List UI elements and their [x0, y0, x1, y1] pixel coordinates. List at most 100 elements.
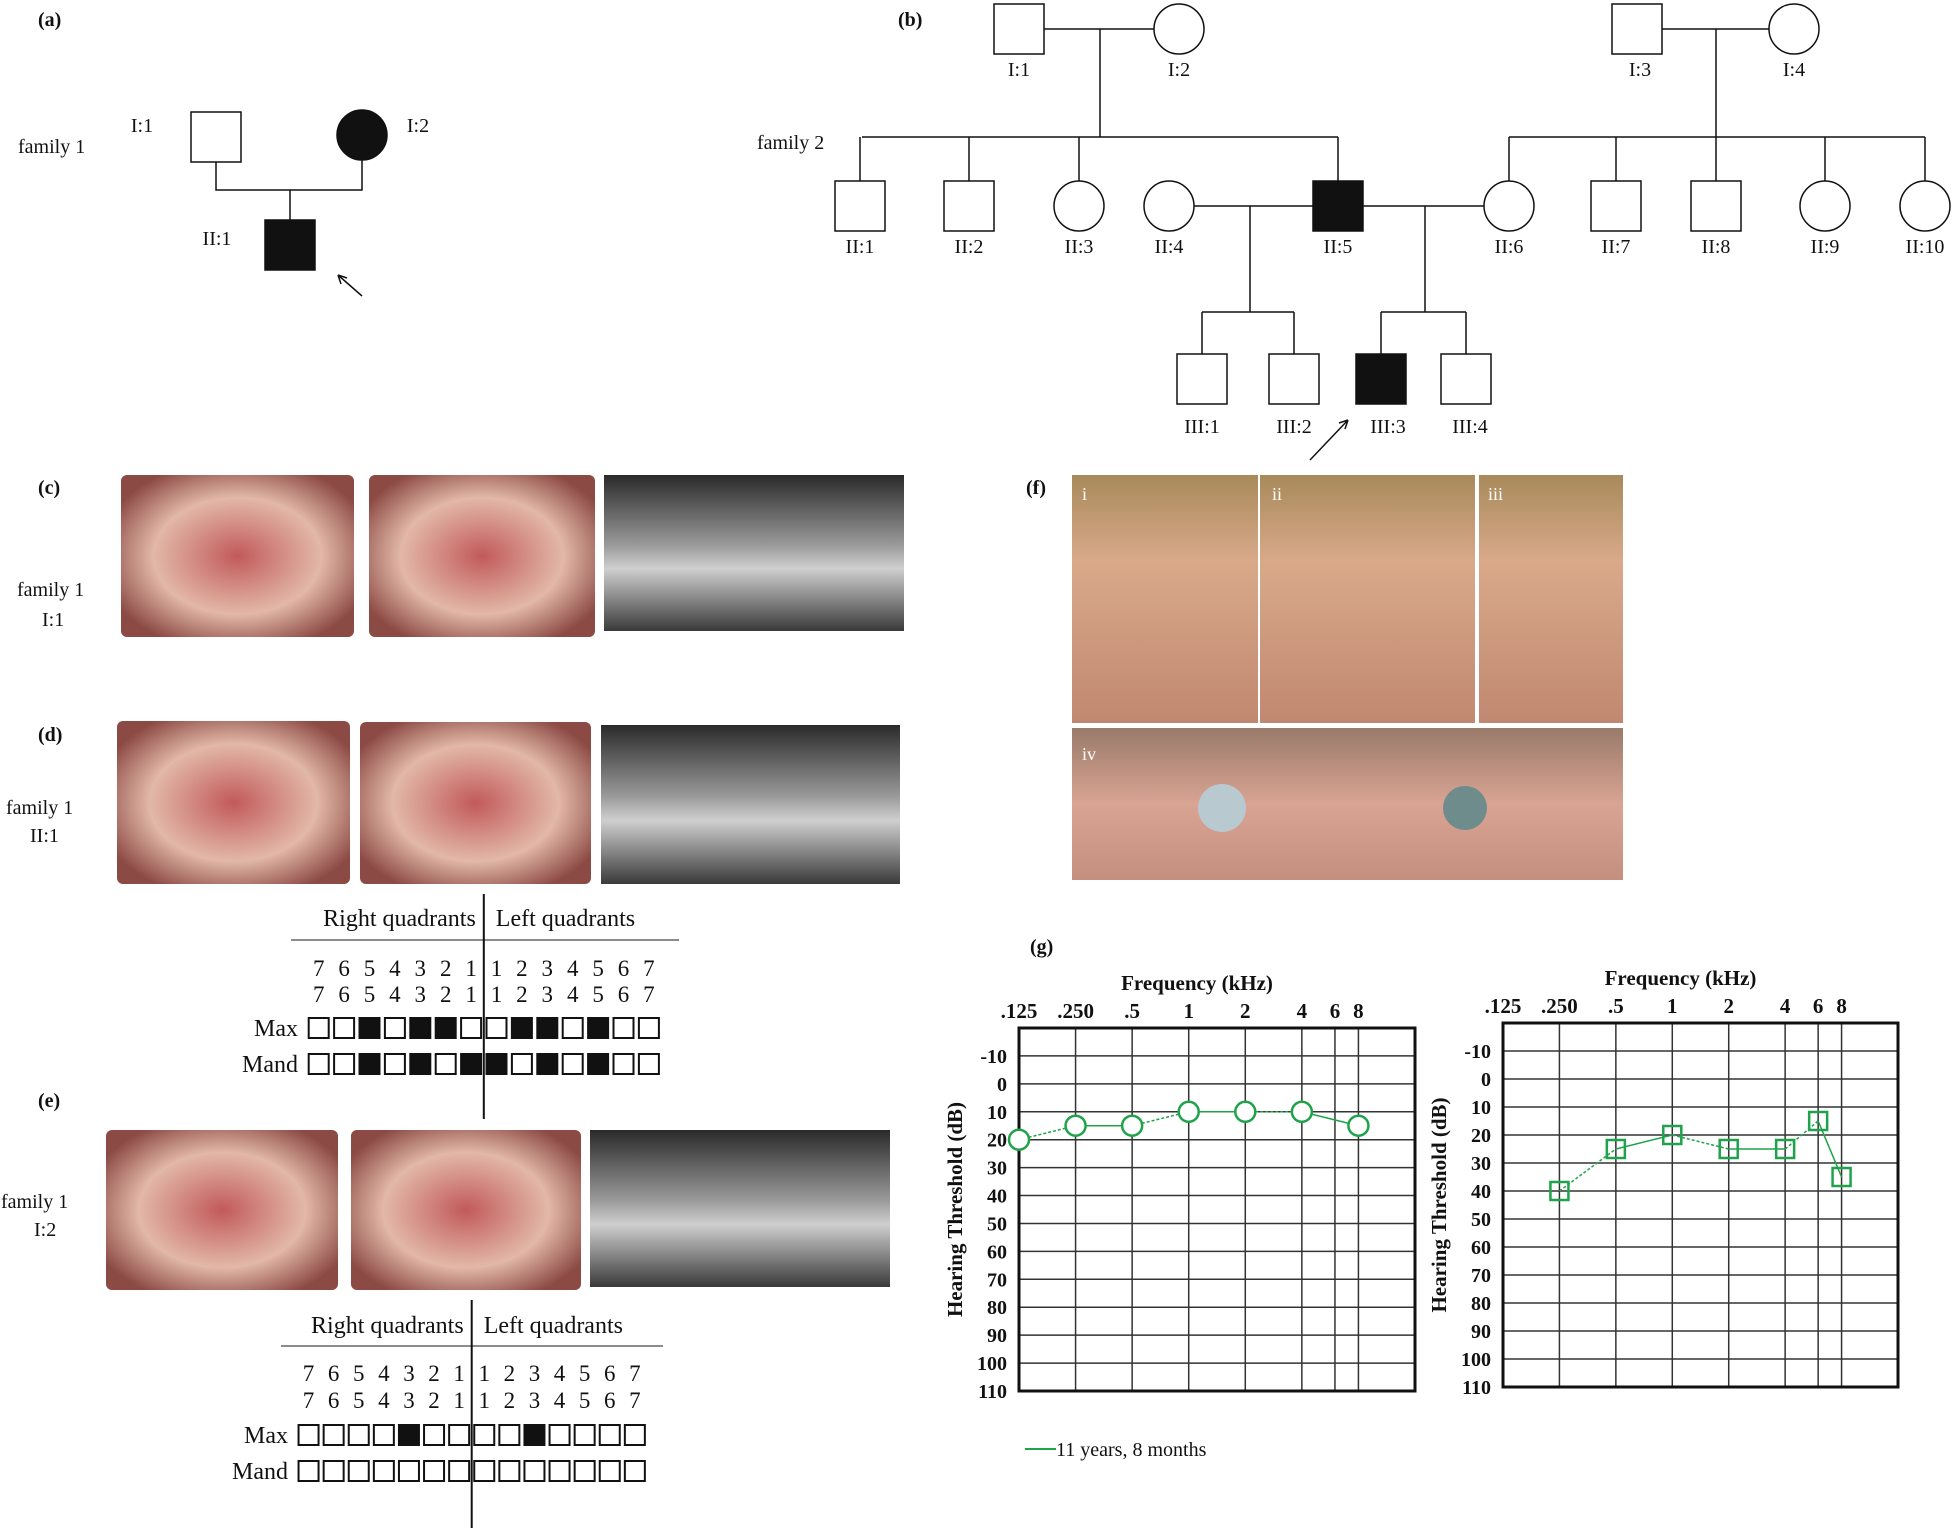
max-tooth-box-normal: [372, 1424, 395, 1446]
max-tooth-box-normal: [548, 1424, 571, 1446]
female-symbol: [1768, 3, 1820, 55]
max-tooth-box-affected: [409, 1017, 432, 1039]
row-family-d: family 1: [6, 797, 73, 819]
tooth-number: 2: [504, 1388, 516, 1413]
panel-label-c: (c): [38, 477, 60, 499]
male-symbol: [1690, 180, 1742, 232]
mand-tooth-box-normal: [397, 1460, 420, 1482]
tooth-number: 1: [491, 956, 503, 981]
max-tooth-box-affected: [536, 1017, 559, 1039]
proband-arrow: [337, 274, 363, 297]
y-tick-label: 50: [1471, 1209, 1491, 1231]
y-axis-title: Hearing Threshold (dB): [1427, 1097, 1451, 1312]
mand-tooth-box-normal: [510, 1053, 533, 1075]
male-symbol: [190, 111, 242, 163]
y-tick-label: 80: [1471, 1293, 1491, 1315]
tooth-number: 3: [403, 1388, 415, 1413]
y-tick-label: 100: [977, 1353, 1007, 1375]
mand-tooth-box-normal: [612, 1053, 635, 1075]
individual-label: II:6: [1495, 236, 1524, 258]
mand-tooth-box-affected: [409, 1053, 432, 1075]
male-symbol: [1590, 180, 1642, 232]
legend: 11 years, 8 months: [1025, 1439, 1207, 1461]
y-tick-label: 10: [987, 1102, 1007, 1124]
data-point-square: [1605, 1138, 1627, 1160]
max-tooth-box-affected: [397, 1424, 420, 1446]
max-tooth-box-normal: [637, 1017, 660, 1039]
mand-tooth-box-normal: [297, 1460, 320, 1482]
eye-normal: [1443, 786, 1487, 830]
tooth-number: 7: [629, 1388, 641, 1413]
individual-label: II:1: [846, 236, 875, 258]
proband-arrow: [1309, 419, 1349, 461]
max-tooth-box-normal: [573, 1424, 596, 1446]
max-tooth-box-normal: [460, 1017, 483, 1039]
x-tick-label: .125: [1001, 999, 1038, 1023]
data-point-square: [1718, 1138, 1739, 1160]
y-tick-label: 30: [1471, 1153, 1491, 1175]
tooth-number: 1: [453, 1361, 465, 1386]
female-symbol: [336, 109, 388, 161]
panel-label-d: (d): [38, 724, 62, 746]
panel-label-e: (e): [38, 1090, 60, 1112]
male-symbol: [1355, 353, 1407, 405]
tooth-number: 1: [453, 1388, 465, 1413]
row-id-d: II:1: [30, 825, 59, 847]
y-tick-label: -10: [1464, 1041, 1491, 1063]
mand-tooth-box-normal: [598, 1460, 621, 1482]
x-tick-label: 4: [1297, 999, 1308, 1023]
x-tick-label: .250: [1057, 999, 1094, 1023]
x-tick-label: 1: [1183, 999, 1194, 1023]
photo-face-profile: [1260, 475, 1475, 723]
male-symbol: [993, 3, 1045, 55]
max-tooth-box-normal: [623, 1424, 646, 1446]
legend-label: 11 years, 8 months: [1056, 1439, 1207, 1461]
max-row-label: Max: [244, 1423, 288, 1449]
left-quadrants-header: Left quadrants: [484, 1313, 623, 1339]
mand-row-label: Mand: [242, 1052, 298, 1078]
male-symbol: [1176, 353, 1228, 405]
max-tooth-box-normal: [473, 1424, 496, 1446]
max-tooth-box-affected: [510, 1017, 533, 1039]
female-symbol: [1799, 180, 1851, 232]
tooth-number: 2: [516, 982, 528, 1007]
photo-label-ii: ii: [1272, 484, 1282, 504]
individual-label: I:2: [1168, 59, 1190, 81]
row-family-e: family 1: [1, 1191, 68, 1213]
x-tick-label: 6: [1813, 994, 1824, 1018]
x-tick-label: .250: [1541, 994, 1578, 1018]
mand-tooth-box-affected: [587, 1053, 610, 1075]
y-tick-label: 110: [1462, 1377, 1491, 1399]
data-point-circle: [1347, 1114, 1370, 1137]
mand-tooth-box-normal: [322, 1460, 345, 1482]
mand-tooth-box-affected: [358, 1053, 381, 1075]
max-tooth-box-normal: [485, 1017, 508, 1039]
mand-tooth-box-affected: [485, 1053, 508, 1075]
male-symbol: [1611, 3, 1663, 55]
tooth-number: 2: [440, 982, 452, 1007]
row-id-e: I:2: [34, 1219, 56, 1241]
max-tooth-box-normal: [598, 1424, 621, 1446]
right-quadrants-header: Right quadrants: [311, 1313, 464, 1339]
x-tick-label: 2: [1723, 994, 1734, 1018]
data-point-circle: [1177, 1100, 1200, 1124]
series-segment: [1784, 1120, 1819, 1150]
panel-label-f: (f): [1026, 477, 1046, 499]
photo-panoramic-xray-d: [601, 725, 900, 884]
x-tick-label: .125: [1485, 994, 1522, 1018]
max-tooth-box-normal: [307, 1017, 330, 1039]
y-tick-label: 80: [987, 1297, 1007, 1319]
individual-label: II:1: [203, 228, 232, 250]
mand-tooth-box-normal: [347, 1460, 370, 1482]
tooth-number: 1: [479, 1361, 491, 1386]
tooth-number: 4: [389, 982, 401, 1007]
individual-label: II:5: [1324, 236, 1353, 258]
mand-tooth-box-normal: [498, 1460, 521, 1482]
tooth-number: 4: [567, 982, 579, 1007]
tooth-number: 4: [567, 956, 579, 981]
male-symbol: [943, 180, 995, 232]
